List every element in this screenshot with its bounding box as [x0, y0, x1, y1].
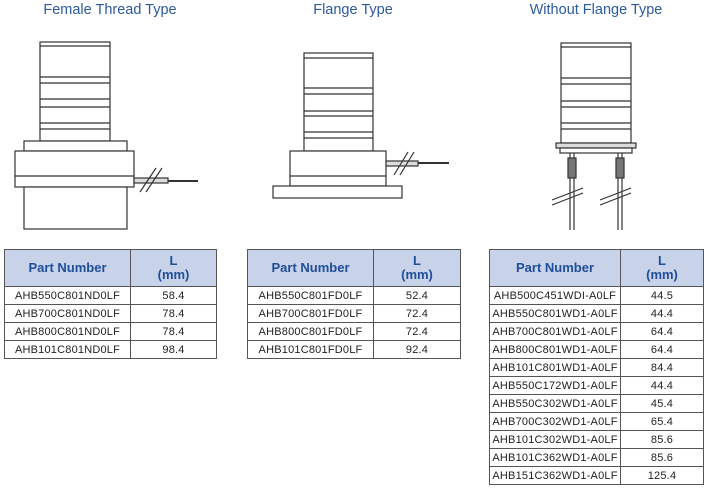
part-number: AHB151C362WD1-A0LF [489, 466, 621, 485]
length-value: 92.4 [373, 340, 461, 359]
length-value: 44.4 [620, 304, 704, 323]
header-length: L(mm) [130, 249, 217, 287]
part-number: AHB500C451WDI-A0LF [489, 286, 621, 305]
length-value: 44.4 [620, 376, 704, 395]
table-header: Part Number L(mm) [247, 249, 461, 287]
length-value: 85.6 [620, 448, 704, 467]
part-number: AHB700C302WD1-A0LF [489, 412, 621, 431]
part-number: AHB101C801WD1-A0LF [489, 358, 621, 377]
part-number: AHB550C801WD1-A0LF [489, 304, 621, 323]
part-number: AHB700C801FD0LF [247, 304, 374, 323]
part-number: AHB101C801FD0LF [247, 340, 374, 359]
part-number: AHB700C801ND0LF [4, 304, 131, 323]
length-value: 65.4 [620, 412, 704, 431]
table-header: Part Number L(mm) [4, 249, 217, 287]
length-value: 125.4 [620, 466, 704, 485]
length-value: 72.4 [373, 322, 461, 341]
flange-drawing [272, 52, 449, 199]
header-part-number: Part Number [247, 249, 374, 287]
length-value: 58.4 [130, 286, 217, 305]
part-number: AHB800C801WD1-A0LF [489, 340, 621, 359]
part-number: AHB550C302WD1-A0LF [489, 394, 621, 413]
length-value: 64.4 [620, 340, 704, 359]
length-value: 64.4 [620, 322, 704, 341]
length-value: 78.4 [130, 322, 217, 341]
length-value: 45.4 [620, 394, 704, 413]
part-number: AHB700C801WD1-A0LF [489, 322, 621, 341]
length-value: 85.6 [620, 430, 704, 449]
part-number: AHB550C801ND0LF [4, 286, 131, 305]
without-flange-drawing [551, 42, 637, 230]
length-value: 52.4 [373, 286, 461, 305]
length-value: 98.4 [130, 340, 217, 359]
part-number: AHB101C362WD1-A0LF [489, 448, 621, 467]
part-number: AHB800C801FD0LF [247, 322, 374, 341]
part-number: AHB800C801ND0LF [4, 322, 131, 341]
length-value: 72.4 [373, 304, 461, 323]
female-thread-drawing [14, 41, 198, 230]
part-number: AHB550C801FD0LF [247, 286, 374, 305]
length-value: 78.4 [130, 304, 217, 323]
title-without-flange: Without Flange Type [529, 2, 663, 18]
part-number: AHB101C302WD1-A0LF [489, 430, 621, 449]
header-length: L(mm) [620, 249, 704, 287]
title-flange: Flange Type [313, 2, 393, 18]
title-female-thread: Female Thread Type [43, 2, 177, 18]
header-part-number: Part Number [4, 249, 131, 287]
length-value: 44.5 [620, 286, 704, 305]
header-length: L(mm) [373, 249, 461, 287]
part-number: AHB550C172WD1-A0LF [489, 376, 621, 395]
length-value: 84.4 [620, 358, 704, 377]
part-number: AHB101C801ND0LF [4, 340, 131, 359]
table-header: Part Number L(mm) [489, 249, 704, 287]
header-part-number: Part Number [489, 249, 621, 287]
